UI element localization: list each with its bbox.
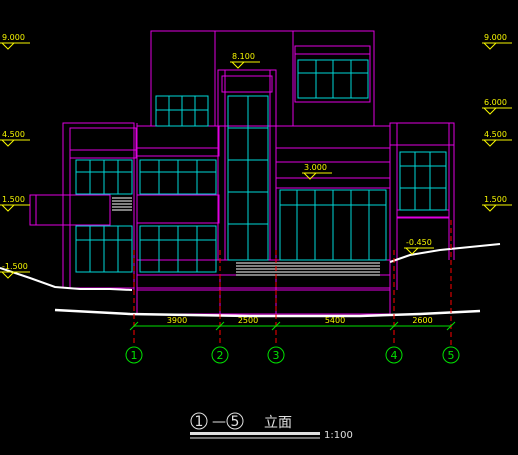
level-left-1-label: 4.500 bbox=[2, 130, 25, 139]
windows bbox=[75, 59, 447, 273]
left-wing bbox=[62, 122, 135, 289]
title-start: 1 bbox=[195, 414, 204, 430]
level-left-3-label: -1.500 bbox=[2, 262, 28, 271]
level-right-0-label: 9.000 bbox=[484, 33, 507, 42]
level-inner-2-label: -0.450 bbox=[406, 238, 432, 247]
level-left-3: -1.500 bbox=[0, 262, 30, 279]
axis-bubble-1: 1 bbox=[125, 346, 143, 364]
level-markers-left: 9.000 4.500 1.500 -1.500 bbox=[0, 33, 30, 279]
axis-label-1: 1 bbox=[131, 349, 138, 362]
level-markers-right: 9.000 6.000 4.500 1.500 bbox=[482, 33, 512, 212]
level-inner-0-label: 8.100 bbox=[232, 52, 255, 61]
level-inner-1-label: 3.000 bbox=[304, 163, 327, 172]
central-tower bbox=[217, 69, 277, 261]
level-inner-2: -0.450 bbox=[404, 238, 434, 255]
title-end: 5 bbox=[231, 414, 240, 430]
level-right-2: 4.500 bbox=[482, 130, 512, 147]
ground-line-base bbox=[54, 308, 481, 318]
level-left-1: 4.500 bbox=[0, 130, 30, 147]
building-outline bbox=[29, 30, 455, 315]
axis-label-4: 4 bbox=[391, 349, 398, 362]
title-underline-thick bbox=[190, 432, 320, 435]
level-left-2: 1.500 bbox=[0, 195, 30, 212]
level-right-1: 6.000 bbox=[482, 98, 512, 115]
title-text: 立面 bbox=[264, 415, 292, 431]
window-right-wing bbox=[399, 151, 447, 211]
level-right-3-label: 1.500 bbox=[484, 195, 507, 204]
axis-bubbles: 1 2 3 4 5 bbox=[125, 346, 460, 364]
level-right-1-label: 6.000 bbox=[484, 98, 507, 107]
drawing-title: 1 — 5 立面 1:100 bbox=[190, 412, 353, 441]
level-right-2-label: 4.500 bbox=[484, 130, 507, 139]
level-right-3: 1.500 bbox=[482, 195, 512, 212]
level-left-0: 9.000 bbox=[0, 33, 30, 50]
title-start-circle bbox=[190, 412, 208, 430]
axis-bubble-4: 4 bbox=[385, 346, 403, 364]
dimension-3: 2600 bbox=[412, 316, 432, 325]
level-inner-0: 8.100 bbox=[230, 52, 260, 69]
dimension-2: 5400 bbox=[325, 316, 345, 325]
upper-mass bbox=[150, 30, 375, 127]
axis-label-2: 2 bbox=[217, 349, 224, 362]
dimension-labels: 3900 2500 5400 2600 bbox=[167, 316, 433, 325]
dimension-0: 3900 bbox=[167, 316, 187, 325]
axis-bubble-5: 5 bbox=[442, 346, 460, 364]
level-left-0-label: 9.000 bbox=[2, 33, 25, 42]
ground-line-left bbox=[0, 267, 133, 291]
dimension-line bbox=[129, 321, 456, 331]
railings bbox=[112, 197, 380, 276]
axis-label-3: 3 bbox=[273, 349, 280, 362]
axis-lines bbox=[133, 220, 452, 345]
title-dash: — bbox=[212, 414, 226, 430]
dimension-1: 2500 bbox=[238, 316, 258, 325]
axis-label-5: 5 bbox=[448, 349, 455, 362]
level-inner-1: 3.000 bbox=[302, 163, 332, 180]
level-markers-inner: 8.100 3.000 -0.450 bbox=[230, 52, 434, 255]
level-left-2-label: 1.500 bbox=[2, 195, 25, 204]
title-end-circle bbox=[226, 412, 244, 430]
axis-bubble-3: 3 bbox=[267, 346, 285, 364]
title-scale: 1:100 bbox=[324, 430, 353, 441]
ground-lines bbox=[0, 243, 501, 318]
level-right-0: 9.000 bbox=[482, 33, 512, 50]
right-block bbox=[275, 125, 391, 149]
axis-bubble-2: 2 bbox=[211, 346, 229, 364]
ground-line-right bbox=[389, 243, 501, 263]
